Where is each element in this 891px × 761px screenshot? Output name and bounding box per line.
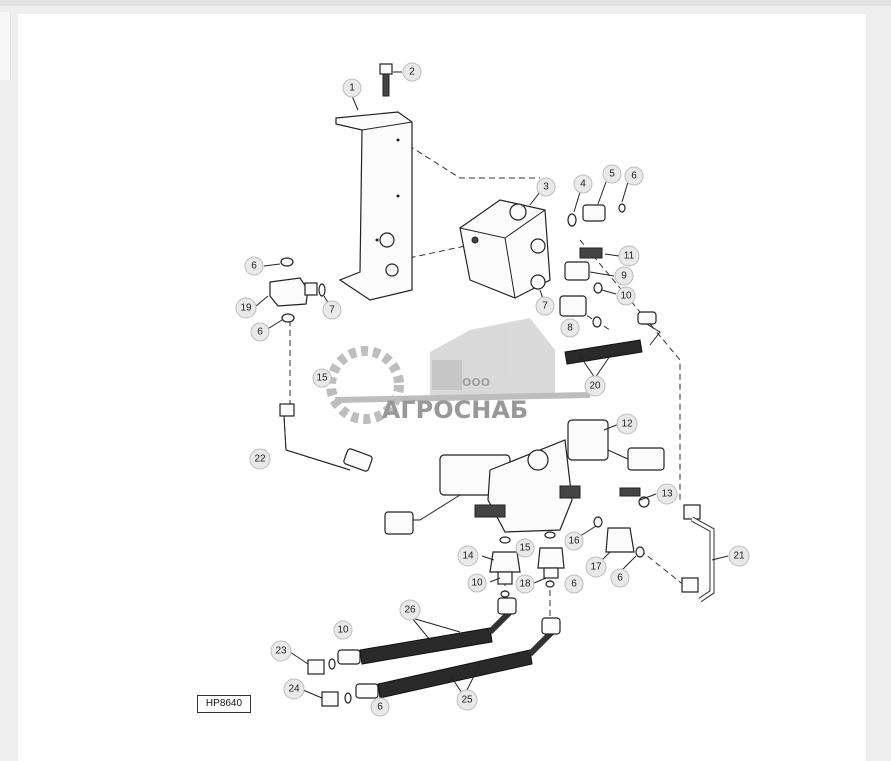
callout-12[interactable]: 12 bbox=[616, 413, 638, 435]
callout-number: 11 bbox=[624, 251, 635, 262]
tee-fitting bbox=[269, 257, 326, 323]
callout-6[interactable]: 6 bbox=[370, 697, 390, 717]
callout-number: 22 bbox=[254, 454, 266, 465]
callout-number: 18 bbox=[519, 579, 531, 590]
callout-15[interactable]: 15 bbox=[515, 538, 535, 558]
callout-number: 14 bbox=[462, 551, 474, 562]
callout-number: 23 bbox=[275, 646, 287, 657]
callout-13[interactable]: 13 bbox=[656, 483, 678, 505]
callout-20[interactable]: 20 bbox=[584, 375, 606, 397]
callout-18[interactable]: 18 bbox=[515, 574, 535, 594]
side-panel-tab[interactable] bbox=[0, 12, 11, 80]
callout-number: 6 bbox=[251, 261, 257, 272]
callout-number: 4 bbox=[580, 179, 586, 190]
callout-number: 1 bbox=[349, 83, 355, 94]
callout-26[interactable]: 26 bbox=[399, 599, 421, 621]
callout-6[interactable]: 6 bbox=[610, 568, 630, 588]
callout-number: 6 bbox=[617, 573, 623, 584]
callout-10[interactable]: 10 bbox=[467, 573, 487, 593]
callout-number: 7 bbox=[329, 305, 335, 316]
callout-number: 10 bbox=[337, 625, 349, 636]
callout-number: 7 bbox=[542, 301, 548, 312]
callout-16[interactable]: 16 bbox=[564, 531, 584, 551]
solenoid-valve-assembly bbox=[384, 419, 665, 535]
callout-number: 16 bbox=[568, 536, 580, 547]
callout-10[interactable]: 10 bbox=[616, 286, 636, 306]
callout-11[interactable]: 11 bbox=[618, 245, 640, 267]
callout-17[interactable]: 17 bbox=[585, 556, 607, 578]
bolt bbox=[379, 63, 393, 97]
callout-21[interactable]: 21 bbox=[728, 545, 750, 567]
callout-number: 5 bbox=[609, 169, 615, 180]
valve-block bbox=[459, 199, 551, 299]
pipe-22 bbox=[279, 403, 373, 472]
callout-number: 17 bbox=[590, 562, 602, 573]
hose-20 bbox=[564, 311, 661, 365]
callout-9[interactable]: 9 bbox=[614, 266, 634, 286]
callout-number: 24 bbox=[288, 684, 300, 695]
callout-19[interactable]: 19 bbox=[235, 297, 257, 319]
callout-number: 6 bbox=[631, 171, 637, 182]
callout-14[interactable]: 14 bbox=[457, 545, 479, 567]
callout-6[interactable]: 6 bbox=[624, 166, 644, 186]
callout-5[interactable]: 5 bbox=[602, 164, 622, 184]
callout-3[interactable]: 3 bbox=[536, 177, 556, 197]
callout-number: 15 bbox=[316, 373, 328, 384]
top-bar bbox=[0, 0, 891, 6]
callout-1[interactable]: 1 bbox=[342, 78, 362, 98]
figure-code-label: HP8640 bbox=[197, 695, 251, 713]
callout-number: 21 bbox=[733, 551, 745, 562]
callout-number: 19 bbox=[240, 303, 252, 314]
callout-number: 15 bbox=[519, 543, 531, 554]
callout-7[interactable]: 7 bbox=[322, 300, 342, 320]
callout-4[interactable]: 4 bbox=[573, 174, 593, 194]
callout-22[interactable]: 22 bbox=[249, 448, 271, 470]
callout-24[interactable]: 24 bbox=[283, 678, 305, 700]
callout-number: 12 bbox=[621, 419, 633, 430]
callout-number: 26 bbox=[404, 605, 416, 616]
callout-number: 6 bbox=[377, 702, 383, 713]
watermark-brand-text: АГРОСНАБ bbox=[382, 396, 528, 424]
callout-8[interactable]: 8 bbox=[560, 318, 580, 338]
callout-number: 10 bbox=[620, 291, 632, 302]
callout-23[interactable]: 23 bbox=[270, 640, 292, 662]
callout-6[interactable]: 6 bbox=[564, 574, 584, 594]
fittings-right bbox=[559, 203, 626, 328]
callout-6[interactable]: 6 bbox=[244, 256, 264, 276]
callout-7[interactable]: 7 bbox=[535, 296, 555, 316]
callout-number: 6 bbox=[257, 327, 263, 338]
callout-number: 2 bbox=[409, 67, 415, 78]
callout-number: 8 bbox=[567, 323, 573, 334]
callout-number: 10 bbox=[471, 578, 483, 589]
end-fittings bbox=[307, 658, 352, 707]
watermark-small-text: ООО bbox=[462, 376, 490, 389]
hose-26 bbox=[337, 597, 517, 665]
callout-10[interactable]: 10 bbox=[333, 620, 353, 640]
callout-6[interactable]: 6 bbox=[250, 322, 270, 342]
lower-fittings bbox=[489, 516, 645, 598]
callout-number: 6 bbox=[571, 579, 577, 590]
callout-2[interactable]: 2 bbox=[402, 62, 422, 82]
pipe-21 bbox=[681, 504, 715, 603]
callout-number: 9 bbox=[621, 271, 627, 282]
callout-25[interactable]: 25 bbox=[456, 689, 478, 711]
callout-15[interactable]: 15 bbox=[312, 368, 332, 388]
callout-number: 3 bbox=[543, 182, 549, 193]
mounting-bracket bbox=[335, 111, 413, 301]
callout-number: 13 bbox=[661, 489, 673, 500]
callout-number: 20 bbox=[589, 381, 601, 392]
watermark-logo: ООО АГРОСНАБ bbox=[326, 318, 591, 424]
hose-25 bbox=[355, 617, 561, 699]
callout-number: 25 bbox=[461, 695, 473, 706]
